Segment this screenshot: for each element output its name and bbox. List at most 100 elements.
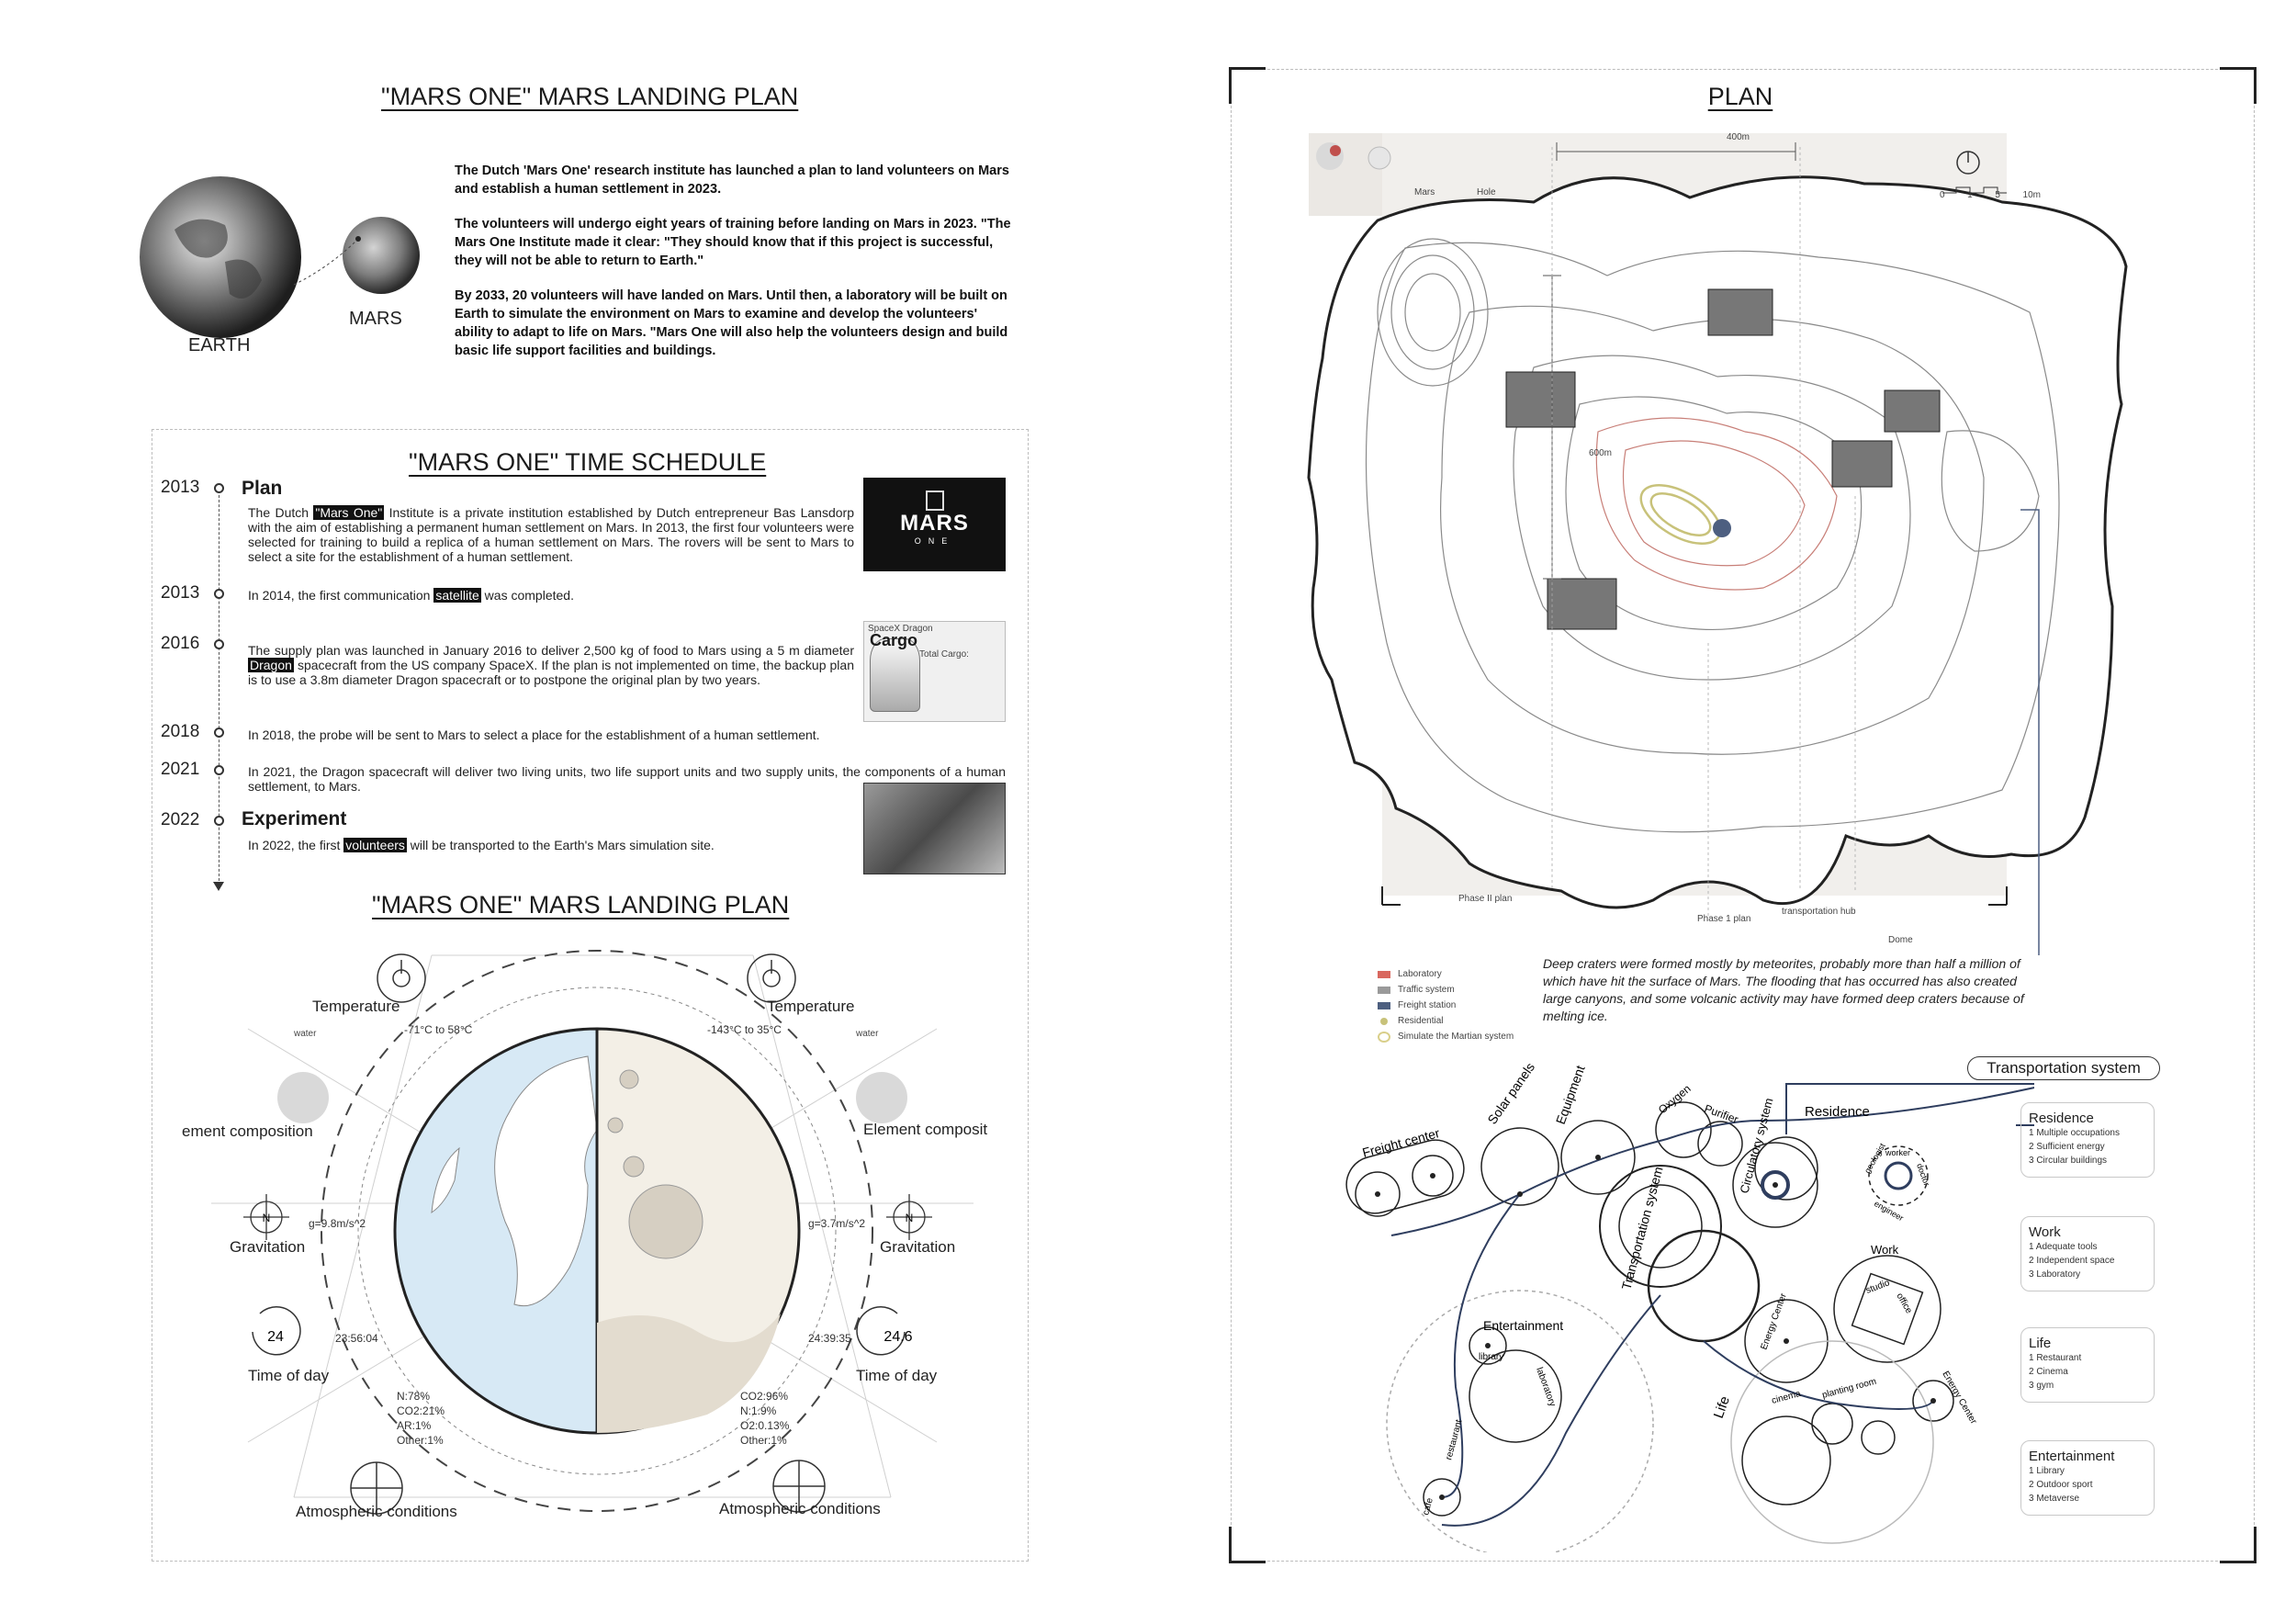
legend-swatch xyxy=(1378,986,1390,994)
function-bubble-diagram: Freight center Solar panels Equipment Ox… xyxy=(1345,1060,2034,1552)
intro-paragraph: The Dutch 'Mars One' research institute … xyxy=(455,164,1009,197)
plan-title: PLAN xyxy=(1707,83,1773,110)
right-panel-frame xyxy=(1231,69,2255,1562)
work-box: Work 1 Adequate tools 2 Independent spac… xyxy=(2020,1216,2155,1291)
phase1-label: Phase 1 plan xyxy=(1697,914,1751,924)
dome-label: Dome xyxy=(1888,935,1913,945)
compass-label: N xyxy=(263,1212,271,1224)
element-composition-icon xyxy=(856,1072,907,1123)
timeline-heading: Plan xyxy=(242,478,283,499)
timeline-heading: Experiment xyxy=(242,808,347,829)
earth-gravity: g=9.8m/s^2 xyxy=(309,1217,366,1230)
timeline-year: 2013 xyxy=(161,583,200,603)
frame-corner xyxy=(1229,67,1266,104)
logo-text: MARS xyxy=(900,511,969,536)
intro-text: The Dutch 'Mars One' research institute … xyxy=(455,162,1013,360)
bubble-label: doctor xyxy=(1915,1162,1931,1187)
life-box: Life 1 Restaurant 2 Cinema 3 gym xyxy=(2020,1327,2155,1403)
bubble-label: Solar panels xyxy=(1484,1060,1537,1127)
mars-gravity: g=3.7m/s^2 xyxy=(808,1217,865,1230)
frame-corner xyxy=(2220,67,2257,104)
box-item: 1 Restaurant xyxy=(2029,1353,2082,1363)
frame-corner xyxy=(2220,1527,2257,1563)
atmospheric-label: Atmospheric conditions xyxy=(296,1503,457,1520)
bubble-label: Life xyxy=(1711,1394,1733,1421)
bubble-label: cafe xyxy=(1421,1496,1435,1517)
dimension-600: 600m xyxy=(1589,448,1613,458)
timeline-text: The Dutch "Mars One" Institute is a priv… xyxy=(248,505,854,564)
temperature-icon xyxy=(377,953,796,1003)
legend-swatch xyxy=(1378,1001,1390,1009)
legend-item: Traffic system xyxy=(1378,982,1580,998)
legend-item: Residential xyxy=(1378,1013,1580,1029)
clock-icon xyxy=(252,1306,906,1356)
timeline-dot xyxy=(214,816,224,826)
timeline-text: In 2021, the Dragon spacecraft will deli… xyxy=(248,764,1006,794)
bubble-label: Work xyxy=(1871,1243,1899,1257)
bubble-label: Freight center xyxy=(1361,1125,1442,1160)
earth-day-length: 23:56:04 xyxy=(335,1332,378,1345)
bubble-label: planting room xyxy=(1821,1377,1877,1401)
earth-mars-comparison: N N 24 24.6 xyxy=(211,950,974,1515)
earth-label: EARTH xyxy=(188,335,251,355)
cargo-label: SpaceX Dragon xyxy=(868,624,933,634)
gravitation-label: Gravitation xyxy=(880,1238,956,1256)
bubble-label: Circulatory system xyxy=(1737,1097,1775,1195)
mars-day-length: 24:39:35 xyxy=(808,1332,851,1345)
crater-description: Deep craters were formed mostly by meteo… xyxy=(1543,956,2024,1023)
mars-temperature: -143°C to 35°C xyxy=(707,1023,782,1036)
box-title: Work xyxy=(2029,1224,2061,1240)
earth-globe xyxy=(140,176,301,338)
bubble-label: cinema xyxy=(1771,1389,1802,1406)
timeline-arrow-icon xyxy=(213,882,224,891)
time-of-day-label: Time of day xyxy=(248,1367,330,1384)
timeline-year: 2013 xyxy=(161,478,200,497)
element-label: ement composition xyxy=(182,1122,313,1140)
earth-atmosphere-values: N:78%CO2:21%AR:1%Other:1% xyxy=(397,1390,445,1447)
site-plan-map xyxy=(1307,133,2128,955)
key-hole-label: Hole xyxy=(1477,187,1496,197)
timeline-text: The supply plan was launched in January … xyxy=(248,643,854,687)
bubble-label: Oxygen xyxy=(1656,1082,1694,1116)
atmospheric-label: Atmospheric conditions xyxy=(719,1500,881,1517)
bubble-label: Residence xyxy=(1805,1104,1870,1120)
bubble-label: office xyxy=(1894,1291,1914,1315)
bubble-label: library xyxy=(1479,1352,1503,1362)
transport-hub-label: transportation hub xyxy=(1782,907,1856,917)
box-item: 1 Multiple occupations xyxy=(2029,1128,2120,1138)
box-title: Entertainment xyxy=(2029,1449,2115,1464)
transport-system-tag: Transportation system xyxy=(1967,1056,2160,1080)
water-label: water xyxy=(856,1029,879,1039)
legend-swatch xyxy=(1378,970,1390,978)
timeline-dot xyxy=(214,589,224,599)
entertainment-box: Entertainment 1 Library 2 Outdoor sport … xyxy=(2020,1440,2155,1516)
element-composition-icon xyxy=(277,1072,329,1123)
gravitation-icon xyxy=(243,1194,932,1240)
astronauts-photo xyxy=(863,783,1006,874)
timeline-dot xyxy=(214,765,224,775)
timeline-dot xyxy=(214,639,224,649)
earth-mars-illustration xyxy=(140,176,420,338)
plan-legend: Laboratory Traffic system Freight statio… xyxy=(1378,966,1580,1044)
site-photo xyxy=(1505,288,1941,630)
box-item: 3 Metaverse xyxy=(2029,1494,2080,1504)
box-item: 3 gym xyxy=(2029,1381,2054,1391)
logo-subtext: ONE xyxy=(914,536,955,546)
terrain-outline xyxy=(1307,175,2128,909)
legend-item: Laboratory xyxy=(1378,966,1580,982)
residence-box: Residence 1 Multiple occupations 2 Suffi… xyxy=(2020,1102,2155,1178)
bubble-label: worker xyxy=(1885,1148,1910,1157)
key-mars-label: Mars xyxy=(1414,187,1435,197)
atmosphere-pie-icon xyxy=(350,1460,826,1515)
box-item: 2 Outdoor sport xyxy=(2029,1480,2093,1490)
bubble-label: Energy Center xyxy=(1940,1370,1978,1427)
schedule-title: "MARS ONE" TIME SCHEDULE xyxy=(409,448,767,476)
timeline-text: In 2018, the probe will be sent to Mars … xyxy=(248,727,820,742)
timeline-dot xyxy=(214,483,224,493)
earth-day-icon-text: 24 xyxy=(267,1329,284,1345)
compass-label: N xyxy=(906,1212,914,1224)
intro-paragraph: The volunteers will undergo eight years … xyxy=(455,217,1011,268)
mars-label: MARS xyxy=(349,309,402,329)
mars-day-icon-text: 24.6 xyxy=(884,1329,912,1345)
cargo-heading: Cargo xyxy=(870,631,918,649)
